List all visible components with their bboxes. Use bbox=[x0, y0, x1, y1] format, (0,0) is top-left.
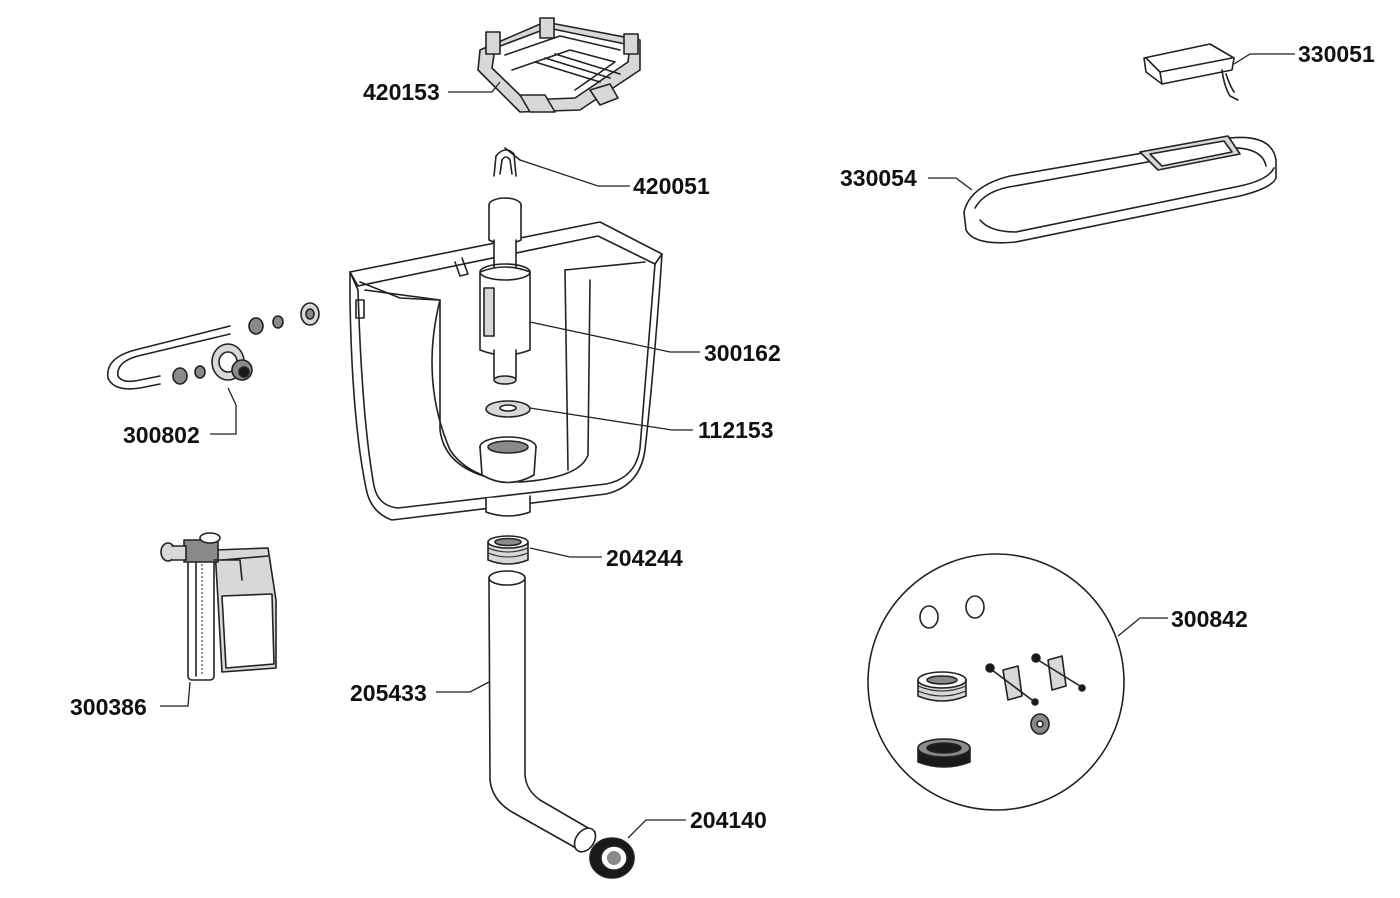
part-300162-flush-valve bbox=[479, 197, 531, 385]
label-420153: 420153 bbox=[363, 79, 440, 105]
tank-outlet-collar bbox=[479, 436, 537, 484]
part-204244-threaded-nut bbox=[487, 535, 529, 565]
part-204140-cone-seal bbox=[589, 837, 635, 879]
part-420051-clip bbox=[493, 147, 521, 177]
part-330051-button-cap bbox=[1143, 43, 1239, 101]
label-204244: 204244 bbox=[606, 545, 683, 571]
label-420051: 420051 bbox=[633, 173, 710, 199]
part-300386-fill-valve bbox=[160, 532, 277, 681]
label-112153: 112153 bbox=[698, 417, 773, 443]
label-205433: 205433 bbox=[350, 680, 427, 706]
part-205433-flush-pipe bbox=[488, 570, 597, 853]
part-330054-cistern-lid bbox=[963, 135, 1277, 244]
label-204140: 204140 bbox=[690, 807, 767, 833]
part-300842-fixing-kit bbox=[867, 553, 1125, 811]
label-330051: 330051 bbox=[1298, 41, 1375, 67]
label-300802: 300802 bbox=[123, 422, 200, 448]
label-300386: 300386 bbox=[70, 694, 147, 720]
part-labels: 420153 420051 300162 112153 300802 20424… bbox=[70, 41, 1375, 833]
label-330054: 330054 bbox=[840, 165, 917, 191]
label-300162: 300162 bbox=[704, 340, 781, 366]
label-300842: 300842 bbox=[1171, 606, 1248, 632]
part-112153-seal-washer bbox=[485, 400, 531, 418]
leader-lines bbox=[160, 53, 1295, 839]
part-300802-supply-connector bbox=[106, 302, 320, 390]
part-420153-button-mechanism bbox=[477, 17, 641, 113]
